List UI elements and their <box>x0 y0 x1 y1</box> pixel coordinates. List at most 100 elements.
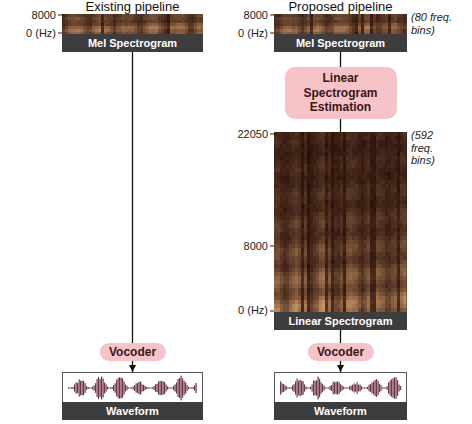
spectrogram-cell <box>343 240 346 244</box>
spectrogram-cell <box>274 17 277 20</box>
spectrogram-cell <box>313 208 316 212</box>
spectrogram-cell <box>340 236 343 240</box>
spectrogram-cell <box>352 26 355 29</box>
spectrogram-cell <box>388 14 391 17</box>
spectrogram-cell <box>319 280 322 284</box>
spectrogram-cell <box>295 228 298 232</box>
spectrogram-cell <box>92 17 95 20</box>
spectrogram-cell <box>319 208 322 212</box>
spectrogram-cell <box>307 160 310 164</box>
spectrogram-cell <box>325 156 328 160</box>
spectrogram-cell <box>349 212 352 216</box>
spectrogram-cell <box>319 300 322 304</box>
spectrogram-cell <box>346 236 349 240</box>
spectrogram-cell <box>280 300 283 304</box>
spectrogram-cell <box>295 224 298 228</box>
spectrogram-cell <box>328 276 331 280</box>
spectrogram-cell <box>325 240 328 244</box>
spectrogram-cell <box>307 276 310 280</box>
spectrogram-cell <box>352 148 355 152</box>
spectrogram-cell <box>319 256 322 260</box>
spectrogram-cell <box>301 288 304 292</box>
spectrogram-cell <box>313 148 316 152</box>
spectrogram-cell <box>128 14 131 17</box>
spectrogram-cell <box>286 148 289 152</box>
spectrogram-cell <box>343 20 346 23</box>
spectrogram-cell <box>349 196 352 200</box>
spectrogram-cell <box>277 20 280 23</box>
spectrogram-cell <box>346 132 349 136</box>
spectrogram-cell <box>128 23 131 26</box>
spectrogram-cell <box>331 256 334 260</box>
spectrogram-cell <box>170 23 173 26</box>
spectrogram-cell <box>298 156 301 160</box>
spectrogram-cell <box>334 200 337 204</box>
spectrogram-cell <box>304 140 307 144</box>
spectrogram-cell <box>113 17 116 20</box>
spectrogram-cell <box>289 244 292 248</box>
spectrogram-cell <box>277 164 280 168</box>
spectrogram-cell <box>277 160 280 164</box>
spectrogram-cell <box>274 136 277 140</box>
spectrogram-cell <box>167 29 170 32</box>
spectrogram-cell <box>143 23 146 26</box>
spectrogram-cell <box>310 296 313 300</box>
spectrogram-cell <box>304 160 307 164</box>
spectrogram-cell <box>316 164 319 168</box>
spectrogram-cell <box>325 184 328 188</box>
spectrogram-cell <box>310 284 313 288</box>
spectrogram-cell <box>277 244 280 248</box>
spectrogram-cell <box>322 140 325 144</box>
spectrogram-cell <box>280 156 283 160</box>
spectrogram-cell <box>310 268 313 272</box>
spectrogram-cell <box>319 200 322 204</box>
spectrogram-cell <box>355 248 358 252</box>
spectrogram-cell <box>289 252 292 256</box>
spectrogram-cell <box>379 14 382 17</box>
spectrogram-cell <box>295 240 298 244</box>
spectrogram-cell <box>346 204 349 208</box>
spectrogram-cell <box>280 208 283 212</box>
spectrogram-cell <box>304 200 307 204</box>
spectrogram-cell <box>298 216 301 220</box>
spectrogram-cell <box>128 26 131 29</box>
spectrogram-cell <box>322 252 325 256</box>
spectrogram-cell <box>286 156 289 160</box>
spectrogram-cell <box>292 292 295 296</box>
spectrogram-cell <box>322 14 325 17</box>
spectrogram-cell <box>343 244 346 248</box>
spectrogram-cell <box>295 280 298 284</box>
spectrogram-cell <box>301 212 304 216</box>
spectrogram-cell <box>352 20 355 23</box>
spectrogram-cell <box>346 188 349 192</box>
spectrogram-cell <box>316 264 319 268</box>
spectrogram-cell <box>289 17 292 20</box>
spectrogram-cell <box>286 280 289 284</box>
spectrogram-cell <box>301 228 304 232</box>
spectrogram-cell <box>364 29 367 32</box>
spectrogram-cell <box>277 168 280 172</box>
spectrogram-cell <box>313 132 316 136</box>
spectrogram-cell <box>340 180 343 184</box>
spectrogram-cell <box>319 180 322 184</box>
spectrogram-cell <box>295 148 298 152</box>
spectrogram-cell <box>349 140 352 144</box>
spectrogram-cell <box>292 26 295 29</box>
spectrogram-cell <box>337 20 340 23</box>
spectrogram-cell <box>325 220 328 224</box>
spectrogram-cell <box>334 240 337 244</box>
spectrogram-cell <box>280 184 283 188</box>
spectrogram-cell <box>337 276 340 280</box>
spectrogram-cell <box>77 29 80 32</box>
spectrogram-cell <box>292 276 295 280</box>
spectrogram-cell <box>367 29 370 32</box>
spectrogram-cell <box>319 196 322 200</box>
spectrogram-cell <box>146 29 149 32</box>
spectrogram-cell <box>352 132 355 136</box>
spectrogram-cell <box>331 14 334 17</box>
spectrogram-cell <box>274 256 277 260</box>
spectrogram-cell <box>349 292 352 296</box>
spectrogram-cell <box>322 180 325 184</box>
spectrogram-cell <box>62 17 65 20</box>
spectrogram-cell <box>140 26 143 29</box>
